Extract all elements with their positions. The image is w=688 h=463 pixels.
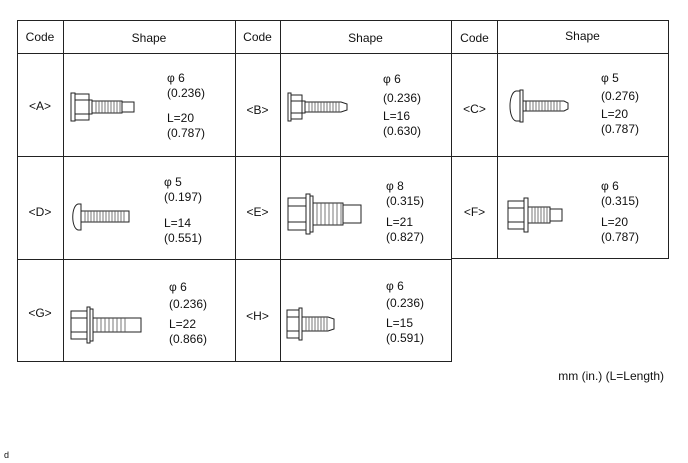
diameter-in-e: (0.315) bbox=[386, 194, 425, 208]
length-in-f: (0.787) bbox=[601, 230, 640, 244]
length-in-g: (0.866) bbox=[169, 332, 208, 346]
diameter-in-a: (0.236) bbox=[167, 86, 206, 100]
length-d: L=14 bbox=[164, 216, 192, 230]
length-in-c: (0.787) bbox=[601, 122, 640, 136]
length-in-a: (0.787) bbox=[167, 126, 206, 140]
bolt-h-icon bbox=[286, 307, 335, 341]
length-in-d: (0.551) bbox=[164, 231, 203, 245]
diameter-e: φ 8 bbox=[386, 179, 404, 193]
bolt-c-icon bbox=[509, 89, 569, 123]
diameter-h: φ 6 bbox=[386, 279, 404, 293]
spec-d: φ 5 (0.197) L=14 (0.551) bbox=[164, 175, 202, 246]
bolt-e-icon bbox=[287, 193, 362, 235]
diameter-in-h: (0.236) bbox=[386, 296, 425, 310]
spec-b: φ 6 (0.236) L=16 (0.630) bbox=[383, 72, 421, 139]
length-in-b: (0.630) bbox=[383, 124, 422, 138]
length-in-h: (0.591) bbox=[386, 331, 425, 345]
header-shape-2: Shape bbox=[348, 31, 383, 45]
code-g: <G> bbox=[28, 306, 52, 320]
diameter-d: φ 5 bbox=[164, 175, 182, 189]
unit-note: mm (in.) (L=Length) bbox=[558, 369, 664, 383]
spec-a: φ 6 (0.236) L=20 (0.787) bbox=[167, 71, 205, 141]
diameter-in-g: (0.236) bbox=[169, 297, 208, 311]
code-e: <E> bbox=[246, 205, 269, 219]
code-c: <C> bbox=[463, 102, 486, 116]
diameter-in-b: (0.236) bbox=[383, 91, 422, 105]
length-f: L=20 bbox=[601, 215, 629, 229]
diameter-in-d: (0.197) bbox=[164, 190, 203, 204]
diameter-b: φ 6 bbox=[383, 72, 401, 86]
diameter-f: φ 6 bbox=[601, 179, 619, 193]
diameter-g: φ 6 bbox=[169, 280, 187, 294]
code-b: <B> bbox=[246, 103, 269, 117]
diameter-a: φ 6 bbox=[167, 71, 185, 85]
header-shape-1: Shape bbox=[131, 31, 167, 45]
spec-g: φ 6 (0.236) L=22 (0.866) bbox=[169, 280, 207, 347]
spec-f: φ 6 (0.315) L=20 (0.787) bbox=[601, 179, 639, 245]
diameter-c: φ 5 bbox=[601, 71, 619, 85]
spec-e: φ 8 (0.315) L=21 (0.827) bbox=[386, 179, 424, 245]
length-c: L=20 bbox=[601, 107, 629, 121]
header-code-3: Code bbox=[460, 31, 489, 45]
header-code-2: Code bbox=[243, 30, 272, 44]
diameter-in-c: (0.276) bbox=[601, 89, 640, 103]
length-in-e: (0.827) bbox=[386, 230, 425, 244]
header-shape-3: Shape bbox=[565, 29, 600, 43]
code-d: <D> bbox=[28, 205, 52, 219]
code-a: <A> bbox=[28, 99, 52, 113]
code-h: <H> bbox=[246, 309, 269, 323]
length-a: L=20 bbox=[167, 111, 195, 125]
code-f: <F> bbox=[463, 205, 486, 219]
bolt-a-icon bbox=[70, 92, 135, 122]
bolt-b-icon bbox=[287, 92, 348, 122]
length-g: L=22 bbox=[169, 317, 197, 331]
header-code-1: Code bbox=[25, 30, 55, 44]
bolt-g-icon bbox=[70, 306, 142, 344]
spec-h: φ 6 (0.236) L=15 (0.591) bbox=[386, 279, 424, 346]
length-e: L=21 bbox=[386, 215, 414, 229]
spec-c: φ 5 (0.276) L=20 (0.787) bbox=[601, 71, 639, 137]
length-b: L=16 bbox=[383, 109, 411, 123]
bolt-d-icon bbox=[72, 203, 130, 231]
figure-ref: d bbox=[4, 450, 10, 460]
bolt-f-icon bbox=[507, 197, 563, 233]
length-h: L=15 bbox=[386, 316, 414, 330]
diameter-in-f: (0.315) bbox=[601, 194, 640, 208]
